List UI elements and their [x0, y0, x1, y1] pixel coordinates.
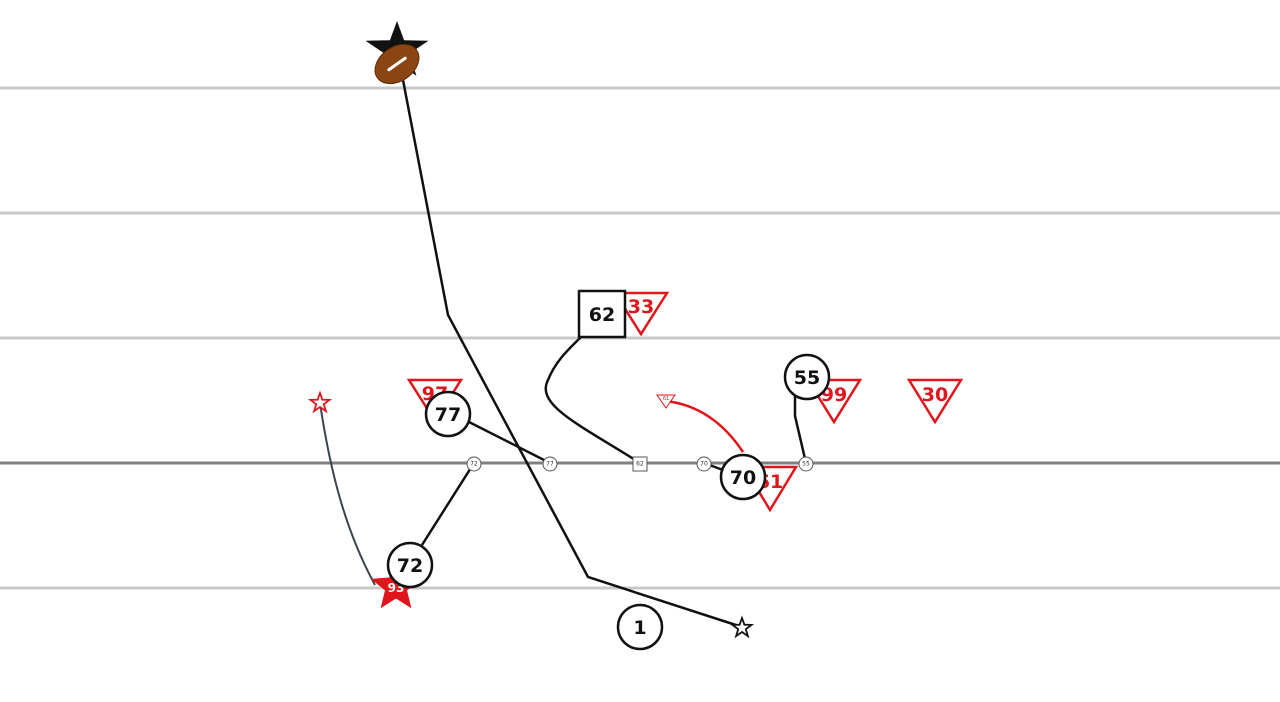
star-icon [307, 390, 333, 414]
star-icon [729, 615, 755, 639]
svg-text:70: 70 [730, 467, 756, 489]
svg-text:30: 30 [922, 384, 948, 406]
route-61 [665, 399, 745, 453]
svg-text:77: 77 [546, 461, 554, 468]
svg-text:62: 62 [589, 304, 615, 326]
svg-text:72: 72 [397, 555, 423, 577]
start-marker-55: 55 [798, 456, 814, 472]
start-marker-77: 77 [542, 456, 558, 472]
svg-text:55: 55 [794, 367, 820, 389]
route-72 [420, 462, 476, 546]
player-70[interactable]: 70 [719, 453, 767, 501]
svg-text:61: 61 [663, 396, 669, 402]
player-62[interactable]: 62 [577, 289, 627, 339]
route-55 [793, 396, 808, 464]
svg-text:77: 77 [435, 404, 461, 426]
player-55[interactable]: 55 [783, 353, 831, 401]
football-icon [374, 43, 420, 85]
player-72[interactable]: 72 [386, 541, 434, 589]
defender-30[interactable]: 30 [906, 378, 964, 425]
svg-text:70: 70 [700, 461, 708, 468]
svg-text:72: 72 [470, 461, 478, 468]
svg-text:99: 99 [821, 384, 847, 406]
svg-text:1: 1 [633, 617, 646, 639]
start-marker-72: 72 [466, 456, 482, 472]
route-93 [319, 402, 376, 586]
start-marker-70: 70 [696, 456, 712, 472]
player-1[interactable]: 1 [616, 603, 664, 651]
route-77 [468, 420, 551, 465]
svg-text:55: 55 [802, 461, 810, 468]
svg-text:62: 62 [636, 461, 644, 468]
start-marker-62: 62 [632, 456, 648, 472]
player-77[interactable]: 77 [424, 390, 472, 438]
defender-33[interactable]: 33 [612, 291, 670, 337]
svg-text:33: 33 [628, 296, 654, 318]
route-62 [544, 335, 641, 465]
start-marker-def-61: 61 [656, 394, 676, 409]
ball-target [365, 21, 429, 85]
